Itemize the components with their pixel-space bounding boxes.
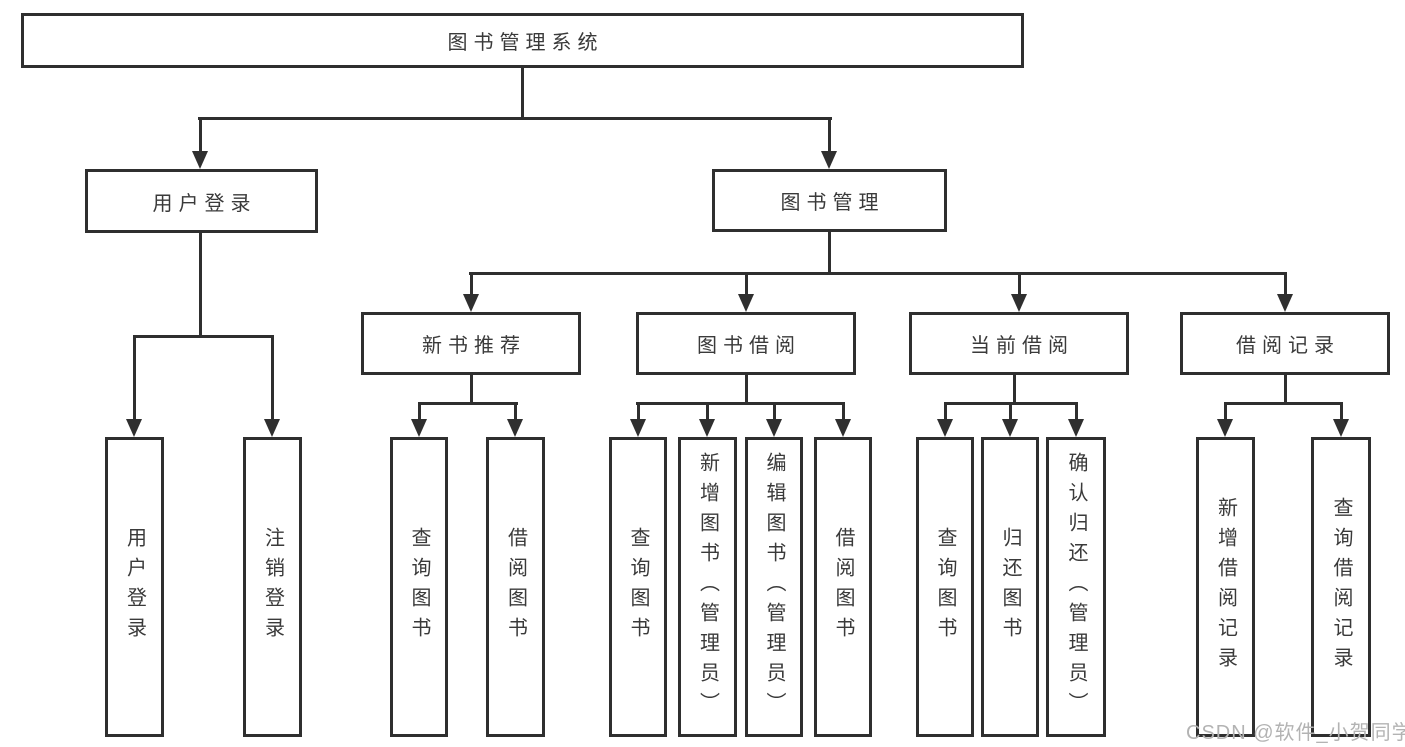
leaf-query-borrow-record-label: 查询借阅记录 bbox=[1330, 497, 1352, 677]
leaf-query-books-current-label: 查询图书 bbox=[934, 527, 956, 647]
leaf-user-login-label: 用户登录 bbox=[123, 527, 146, 647]
leaf-borrow-books-label: 借阅图书 bbox=[832, 527, 854, 647]
connector-line bbox=[745, 272, 748, 296]
arrow-down-icon bbox=[738, 294, 754, 312]
leaf-query-books-recommend-label: 查询图书 bbox=[408, 527, 430, 647]
connector-line bbox=[133, 335, 136, 421]
leaf-logout: 注销登录 bbox=[243, 437, 302, 737]
node-book-borrowing: 图书借阅 bbox=[636, 312, 856, 375]
leaf-borrow-books-recommend-label: 借阅图书 bbox=[504, 527, 527, 647]
arrow-down-icon bbox=[1277, 294, 1293, 312]
arrow-down-icon bbox=[1333, 419, 1349, 437]
arrow-down-icon bbox=[192, 151, 208, 169]
arrow-down-icon bbox=[1068, 419, 1084, 437]
arrow-down-icon bbox=[411, 419, 427, 437]
node-current-borrowing: 当前借阅 bbox=[909, 312, 1129, 375]
node-book-management: 图书管理 bbox=[712, 169, 947, 232]
arrow-down-icon bbox=[835, 419, 851, 437]
connector-line bbox=[1013, 375, 1016, 405]
connector-line bbox=[773, 402, 776, 421]
arrow-down-icon bbox=[766, 419, 782, 437]
node-root-label: 图书管理系统 bbox=[447, 32, 604, 54]
connector-line bbox=[637, 402, 640, 421]
arrow-down-icon bbox=[126, 419, 142, 437]
connector-line bbox=[470, 272, 473, 296]
arrow-down-icon bbox=[264, 419, 280, 437]
leaf-edit-books-admin-label: 编辑图书（管理员） bbox=[763, 452, 785, 722]
node-new-book-recommend: 新书推荐 bbox=[361, 312, 581, 375]
node-user-login-label: 用户登录 bbox=[152, 192, 257, 215]
arrow-down-icon bbox=[1002, 419, 1018, 437]
connector-line bbox=[514, 402, 517, 421]
node-borrowing-records: 借阅记录 bbox=[1180, 312, 1390, 375]
arrow-down-icon bbox=[821, 151, 837, 169]
arrow-down-icon bbox=[699, 419, 715, 437]
connector-line bbox=[1018, 272, 1021, 296]
connector-line bbox=[1340, 402, 1343, 421]
leaf-query-books-current: 查询图书 bbox=[916, 437, 974, 737]
connector-line bbox=[199, 117, 202, 153]
node-user-login: 用户登录 bbox=[85, 169, 318, 233]
arrow-down-icon bbox=[937, 419, 953, 437]
node-root: 图书管理系统 bbox=[21, 13, 1024, 68]
connector-line bbox=[469, 272, 1287, 275]
leaf-add-borrow-record: 新增借阅记录 bbox=[1196, 437, 1255, 737]
connector-line bbox=[199, 233, 202, 337]
connector-line bbox=[636, 402, 845, 405]
connector-line bbox=[745, 375, 748, 405]
connector-line bbox=[418, 402, 421, 421]
node-book-management-label: 图书管理 bbox=[780, 192, 885, 214]
connector-line bbox=[706, 402, 709, 421]
node-borrowing-records-label: 借阅记录 bbox=[1236, 335, 1340, 357]
connector-line bbox=[1224, 402, 1343, 405]
arrow-down-icon bbox=[1217, 419, 1233, 437]
connector-line bbox=[470, 375, 473, 405]
connector-line bbox=[198, 117, 832, 120]
leaf-query-books-borrowing-label: 查询图书 bbox=[627, 527, 649, 647]
leaf-borrow-books-recommend: 借阅图书 bbox=[486, 437, 545, 737]
connector-line bbox=[1284, 375, 1287, 405]
connector-line bbox=[1284, 272, 1287, 296]
leaf-borrow-books: 借阅图书 bbox=[814, 437, 872, 737]
node-book-borrowing-label: 图书借阅 bbox=[697, 335, 801, 357]
connector-line bbox=[418, 402, 518, 405]
connector-line bbox=[828, 232, 831, 275]
leaf-query-books-borrowing: 查询图书 bbox=[609, 437, 667, 737]
leaf-add-books-admin-label: 新增图书（管理员） bbox=[696, 452, 719, 722]
leaf-logout-label: 注销登录 bbox=[261, 527, 284, 647]
leaf-edit-books-admin: 编辑图书（管理员） bbox=[745, 437, 803, 737]
arrow-down-icon bbox=[507, 419, 523, 437]
leaf-confirm-return-admin: 确认归还（管理员） bbox=[1046, 437, 1106, 737]
connector-line bbox=[842, 402, 845, 421]
leaf-query-books-recommend: 查询图书 bbox=[390, 437, 448, 737]
connector-line bbox=[944, 402, 947, 421]
leaf-confirm-return-admin-label: 确认归还（管理员） bbox=[1065, 452, 1087, 722]
arrow-down-icon bbox=[630, 419, 646, 437]
leaf-return-books-label: 归还图书 bbox=[999, 527, 1021, 647]
leaf-add-borrow-record-label: 新增借阅记录 bbox=[1214, 497, 1237, 677]
watermark: CSDN @软件_小贺同学 bbox=[1186, 722, 1405, 744]
connector-line bbox=[1075, 402, 1078, 421]
connector-line bbox=[133, 335, 274, 338]
connector-line bbox=[521, 68, 524, 118]
arrow-down-icon bbox=[463, 294, 479, 312]
node-current-borrowing-label: 当前借阅 bbox=[970, 335, 1074, 357]
connector-line bbox=[1009, 402, 1012, 421]
leaf-user-login: 用户登录 bbox=[105, 437, 164, 737]
node-new-book-recommend-label: 新书推荐 bbox=[422, 335, 526, 357]
arrow-down-icon bbox=[1011, 294, 1027, 312]
connector-line bbox=[1224, 402, 1227, 421]
connector-line bbox=[271, 335, 274, 421]
leaf-add-books-admin: 新增图书（管理员） bbox=[678, 437, 737, 737]
connector-line bbox=[828, 117, 831, 153]
leaf-return-books: 归还图书 bbox=[981, 437, 1039, 737]
leaf-query-borrow-record: 查询借阅记录 bbox=[1311, 437, 1371, 737]
